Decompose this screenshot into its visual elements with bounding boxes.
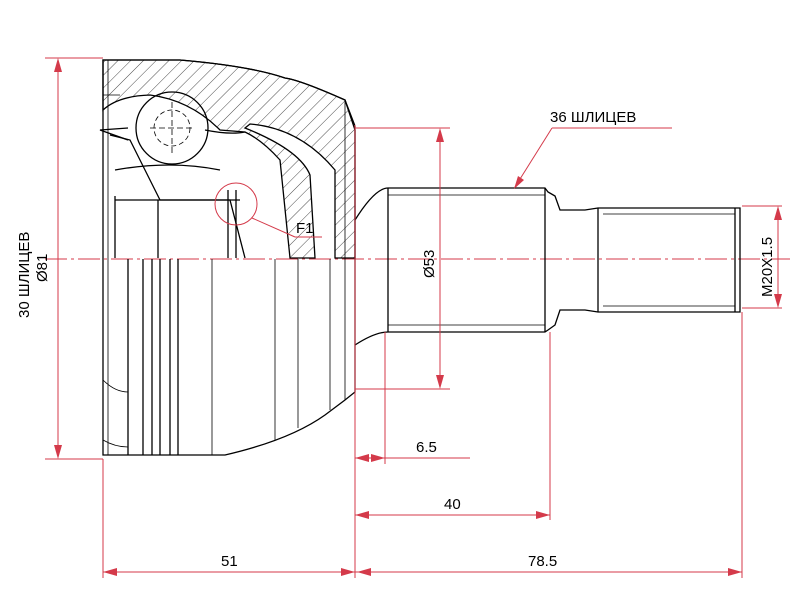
svg-text:30 ШЛИЦЕВ: 30 ШЛИЦЕВ	[16, 232, 33, 318]
dimension-hub-diameter: Ø53	[421, 128, 444, 389]
svg-text:36 ШЛИЦЕВ: 36 ШЛИЦЕВ	[550, 109, 636, 126]
splined-stem	[354, 187, 741, 346]
f1-detail-circle	[214, 182, 258, 226]
outer-housing	[99, 59, 356, 456]
svg-text:Ø81: Ø81	[34, 254, 51, 282]
svg-text:Ø53: Ø53	[421, 250, 438, 278]
f1-label: F1	[296, 220, 314, 237]
ball	[135, 91, 209, 165]
svg-text:6.5: 6.5	[416, 439, 437, 456]
svg-text:51: 51	[221, 553, 238, 570]
svg-text:40: 40	[444, 496, 461, 513]
leader-hub-splines: 36 ШЛИЦЕВ	[514, 109, 672, 189]
housing-section-hatch	[102, 59, 356, 259]
dimension-thread: M20X1.5	[759, 206, 782, 308]
svg-text:M20X1.5: M20X1.5	[759, 237, 776, 297]
dimension-51: 51	[103, 553, 355, 576]
dimension-outer-diameter: Ø81 30 ШЛИЦЕВ	[16, 58, 62, 459]
svg-text:78.5: 78.5	[528, 553, 557, 570]
dimension-78-5: 78.5	[355, 553, 742, 576]
dimension-6-5: 6.5	[355, 439, 470, 462]
dimension-40: 40	[355, 496, 550, 519]
